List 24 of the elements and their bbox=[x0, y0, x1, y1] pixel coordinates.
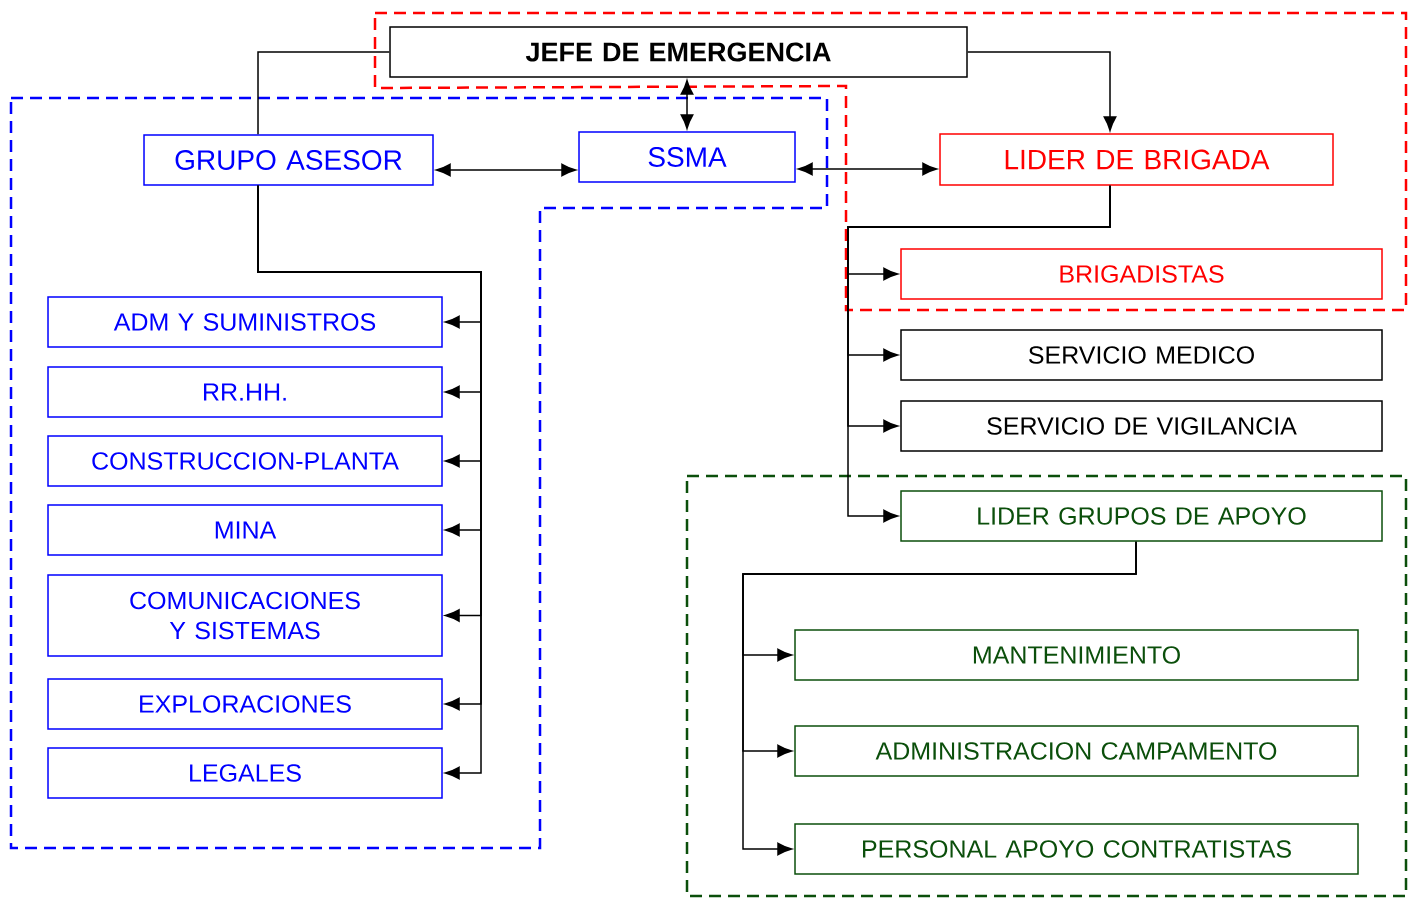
org-box: LIDER GRUPOS DE APOYO bbox=[900, 490, 1383, 542]
connector-arrow bbox=[680, 79, 694, 130]
connector-arrow bbox=[742, 541, 1137, 856]
org-box: SERVICIO MEDICO bbox=[900, 329, 1383, 381]
org-box: COMUNICACIONES Y SISTEMAS bbox=[47, 574, 443, 657]
org-box: SSMA bbox=[578, 131, 796, 183]
org-box: CONSTRUCCION-PLANTA bbox=[47, 435, 443, 487]
org-box: MINA bbox=[47, 504, 443, 556]
org-box: LEGALES bbox=[47, 747, 443, 799]
org-box: ADM Y SUMINISTROS bbox=[47, 296, 443, 348]
connector-arrow bbox=[797, 162, 938, 176]
org-box: RR.HH. bbox=[47, 366, 443, 418]
org-box: JEFE DE EMERGENCIA bbox=[389, 26, 968, 78]
org-box: BRIGADISTAS bbox=[900, 248, 1383, 300]
connector-arrow bbox=[435, 163, 577, 177]
org-box: LIDER DE BRIGADA bbox=[939, 133, 1334, 186]
org-box: SERVICIO DE VIGILANCIA bbox=[900, 400, 1383, 452]
connector-arrow bbox=[847, 185, 1111, 523]
org-box: EXPLORACIONES bbox=[47, 678, 443, 730]
org-box: PERSONAL APOYO CONTRATISTAS bbox=[794, 823, 1359, 875]
connector-arrow bbox=[967, 51, 1117, 132]
org-box: GRUPO ASESOR bbox=[143, 134, 434, 186]
org-box: ADMINISTRACION CAMPAMENTO bbox=[794, 725, 1359, 777]
org-box: MANTENIMIENTO bbox=[794, 629, 1359, 681]
